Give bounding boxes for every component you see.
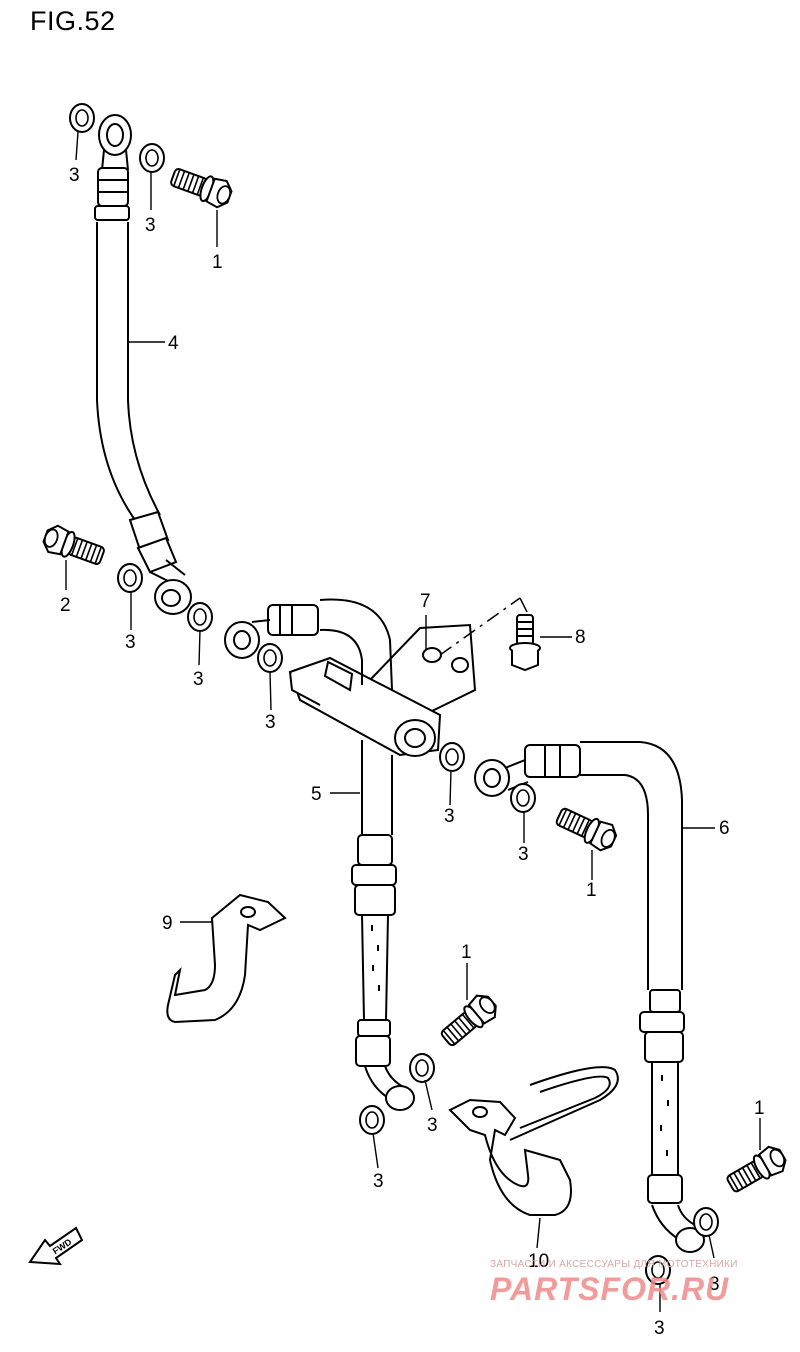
washer-1 xyxy=(69,103,95,133)
callout-3: 3 xyxy=(373,1171,384,1192)
washer-12 xyxy=(439,742,465,772)
washer-10 xyxy=(257,643,283,673)
washer-19 xyxy=(409,1053,435,1083)
washer-18 xyxy=(359,1105,385,1135)
bolt-8 xyxy=(509,614,541,672)
callout-3: 3 xyxy=(518,844,529,865)
callout-1: 1 xyxy=(461,942,472,963)
callout-3: 3 xyxy=(145,215,156,236)
callout-7: 7 xyxy=(420,591,431,612)
leader-lines xyxy=(65,131,761,1312)
callout-3: 3 xyxy=(69,165,80,186)
callout-3: 3 xyxy=(709,1274,720,1295)
callout-3: 3 xyxy=(265,712,276,733)
brake-hose-5 xyxy=(351,740,415,1111)
banjo-bolt-1-right xyxy=(552,801,621,855)
clamp-10 xyxy=(448,1066,619,1216)
callout-3: 3 xyxy=(654,1318,665,1339)
callout-9: 9 xyxy=(162,913,173,934)
callout-1: 1 xyxy=(212,252,223,273)
washer-6 xyxy=(117,563,143,593)
joint-upper-pipe xyxy=(224,598,393,691)
banjo-bolt-1-top xyxy=(167,162,236,212)
callout-1: 1 xyxy=(586,880,597,901)
callout-2: 2 xyxy=(60,595,71,616)
callout-4: 4 xyxy=(168,333,179,354)
banjo-bolt-1-mid xyxy=(435,989,502,1052)
washer-7 xyxy=(187,602,213,632)
callout-10: 10 xyxy=(528,1251,549,1272)
callout-8: 8 xyxy=(575,627,586,648)
watermark-tagline: ЗАПЧАСТИ И АКСЕССУАРЫ ДЛЯ МОТОТЕХНИКИ xyxy=(490,1259,738,1270)
washer-22 xyxy=(693,1207,719,1237)
watermark-brand: PARTSFOR.RU xyxy=(490,1271,730,1307)
callout-3: 3 xyxy=(427,1115,438,1136)
banjo-bolt-1-bottom xyxy=(722,1141,791,1199)
callout-3: 3 xyxy=(444,806,455,827)
brake-hose-6 xyxy=(474,741,705,1253)
washer-2 xyxy=(139,143,165,173)
fwd-arrow-badge: FWD xyxy=(28,1226,84,1266)
callout-3: 3 xyxy=(125,632,136,653)
callouts: 3 3 1 4 2 3 3 7 8 3 5 3 3 6 1 9 1 3 3 10… xyxy=(60,165,765,1339)
callout-6: 6 xyxy=(719,818,730,839)
brake-hose-4 xyxy=(94,114,192,615)
brake-joint-7 xyxy=(288,623,477,757)
washer-13 xyxy=(510,783,536,813)
figure-title: FIG.52 xyxy=(30,6,116,36)
clamp-9 xyxy=(166,893,287,1024)
banjo-bolt-2 xyxy=(39,521,108,571)
callout-3: 3 xyxy=(193,669,204,690)
callout-5: 5 xyxy=(311,784,322,805)
callout-1: 1 xyxy=(754,1098,765,1119)
